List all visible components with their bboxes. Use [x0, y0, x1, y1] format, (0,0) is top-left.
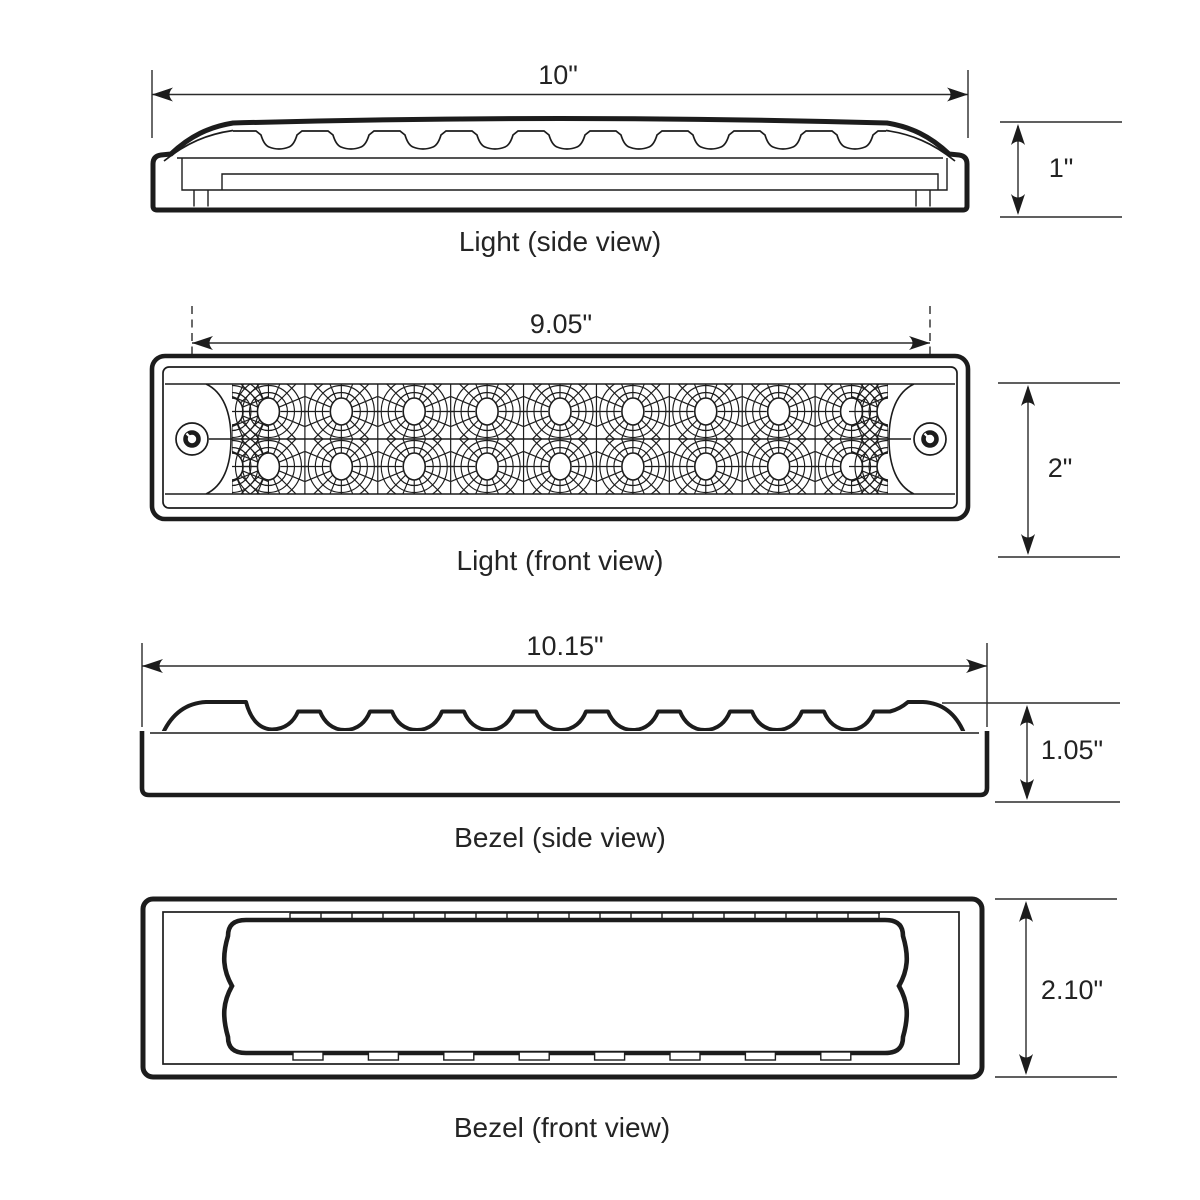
- bezel-side-width-label: 10.15": [526, 631, 604, 661]
- light-front-height-label: 2": [1047, 453, 1073, 483]
- bezel-side-caption: Bezel (side view): [454, 822, 666, 853]
- bezel-side-height-label: 1.05": [1040, 735, 1104, 765]
- led-cell-borders: [304, 384, 816, 494]
- light-side-housing-outline: [150, 116, 970, 213]
- bezel-side-base: [139, 731, 990, 798]
- bezel-side-dimension-lines: [141, 643, 1120, 803]
- light-side-height-label: 1": [1048, 153, 1074, 183]
- light-side-width-label: 10": [538, 60, 578, 90]
- bezel-side-view-drawing: [139, 643, 1120, 803]
- light-side-internal-lines: [177, 157, 948, 207]
- bezel-front-inner-outline: [162, 911, 960, 1065]
- mounting-screw-left: [175, 422, 209, 456]
- led-row-top: [232, 384, 888, 439]
- mounting-screw-right: [913, 422, 947, 456]
- light-side-inner-curve: [163, 129, 956, 162]
- bezel-front-height-label: 2.10": [1040, 975, 1104, 1005]
- bezel-front-tabs: [289, 912, 880, 1061]
- light-front-width-label: 9.05": [529, 309, 593, 339]
- light-front-inner-outline: [162, 366, 958, 509]
- light-front-view-drawing: [149, 306, 1120, 558]
- bezel-front-dimension-lines: [995, 898, 1117, 1078]
- light-side-optic-profile: [233, 130, 886, 150]
- light-side-dimension-lines: [151, 70, 1122, 218]
- dimension-arrowheads: [142, 87, 1035, 1075]
- light-front-dimension-lines: [192, 342, 1120, 558]
- bezel-front-view-drawing: [140, 896, 1117, 1080]
- bezel-front-opening: [221, 917, 910, 1056]
- led-row-bottom: [232, 439, 888, 494]
- bezel-side-scallop-profile: [161, 700, 966, 734]
- bezel-front-caption: Bezel (front view): [453, 1112, 671, 1143]
- light-side-caption: Light (side view): [458, 226, 662, 257]
- light-side-view-drawing: [150, 70, 1122, 218]
- light-front-caption: Light (front view): [456, 545, 664, 576]
